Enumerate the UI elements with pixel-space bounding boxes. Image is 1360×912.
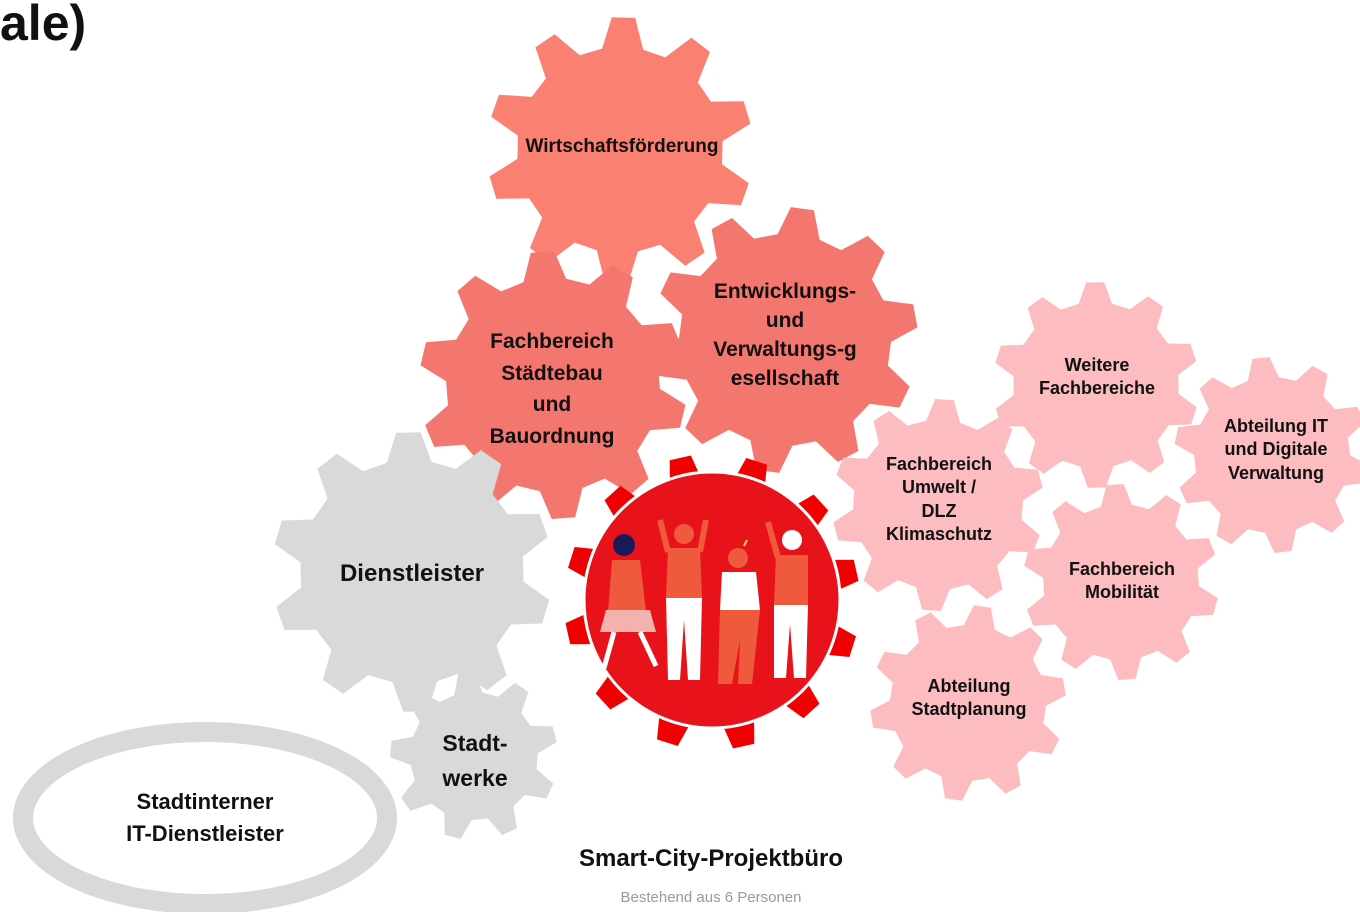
gear-mobilitaet (1024, 484, 1218, 680)
label-line: Dienstleister (339, 560, 485, 587)
gear-label-wirtschaftsfoerderung: Wirtschaftsförderung (497, 136, 747, 158)
label-line: Abteilung (927, 676, 1011, 696)
label-line: Bauordnung (489, 424, 615, 448)
label-line: Verwaltung (1227, 462, 1325, 483)
it-dienstleister-ring (13, 722, 397, 912)
gear-wirtschaftsfoerderung (489, 17, 751, 283)
label-line: Wirtschaftsförderung (525, 136, 719, 157)
gear-stadtwerke (390, 672, 557, 839)
label-line: Stadt- (442, 730, 508, 756)
label-line: Fachbereiche (1038, 378, 1156, 399)
gear-label-dienstleister: Dienstleister (312, 560, 512, 588)
label-line: DLZ (921, 500, 957, 521)
label-line: Entwicklungs- (713, 280, 857, 303)
label-line: werke (442, 764, 508, 791)
label-line: esellschaft (730, 366, 840, 390)
label-line: Umwelt / (901, 477, 976, 498)
title-fragment: ale) (0, 0, 87, 51)
label-line: Stadtinterner (136, 789, 274, 814)
label-line: Verwaltungs-g (713, 337, 857, 361)
label-line: und (532, 393, 572, 416)
gear-layer (274, 17, 1360, 839)
label-line: Weitere (1064, 355, 1130, 375)
gear-label-stadtwerke: Stadt-werke (420, 726, 530, 795)
label-line: Stadtplanung (911, 699, 1027, 720)
gear-umwelt (833, 399, 1043, 611)
gear-entwicklung (652, 207, 918, 473)
label-line: Abteilung IT (1224, 416, 1328, 436)
label-line: Fachbereich (490, 330, 614, 353)
label-line: Klimaschutz (885, 524, 993, 545)
label-line: und Digitale (1224, 439, 1328, 460)
gear-dienstleister (274, 432, 550, 712)
projektbuero-title: Smart-City-Projektbüro (578, 845, 844, 872)
team-cheering-icon (582, 470, 842, 730)
label-line: und (765, 308, 805, 332)
gear-weitere-fachbereiche (995, 282, 1197, 488)
gear-staedtebau (420, 251, 686, 519)
label-line: IT-Dienstleister (126, 820, 284, 846)
label-line: Städtebau (501, 361, 603, 385)
projektbuero-subtitle: Bestehend aus 6 Personen (620, 889, 802, 906)
label-line: Mobilität (1085, 582, 1159, 603)
gear-stadtplanung (870, 605, 1066, 801)
label-line: Fachbereich (885, 454, 993, 474)
label-line: Fachbereich (1068, 559, 1176, 579)
gear-abteilung-it (1174, 357, 1360, 553)
